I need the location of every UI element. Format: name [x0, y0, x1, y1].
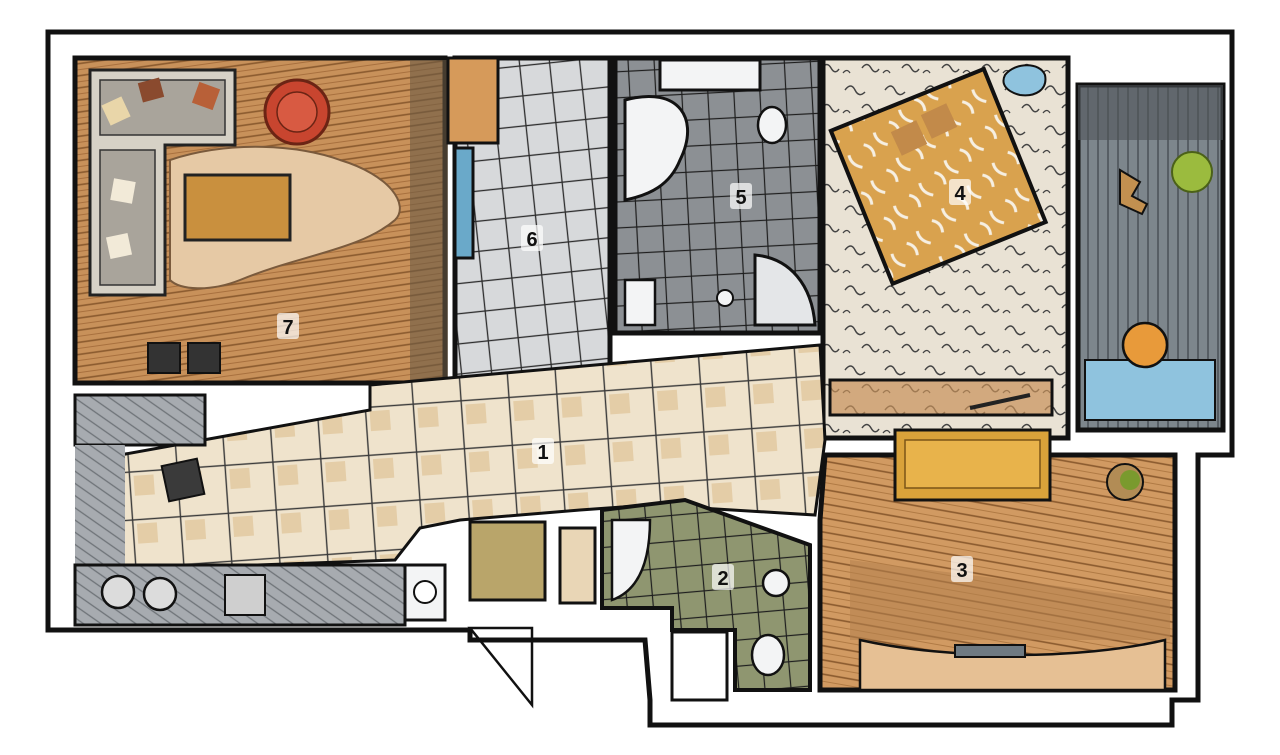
room-label-1: 1	[532, 438, 554, 464]
room-label-3: 3	[951, 556, 973, 582]
svg-text:3: 3	[956, 560, 967, 582]
room-7-living	[72, 55, 448, 386]
svg-text:4: 4	[954, 183, 966, 205]
svg-text:1: 1	[537, 442, 548, 464]
svg-text:6: 6	[526, 229, 537, 251]
room-label-2: 2	[712, 564, 734, 590]
room-3-room	[817, 428, 1178, 693]
room-label-4: 4	[949, 179, 971, 205]
room-label-6: 6	[521, 225, 543, 251]
svg-text:5: 5	[735, 187, 746, 209]
room-label-7: 7	[277, 313, 299, 339]
room-4-bedroom	[820, 55, 1071, 441]
room-labels: 1 2 3 4 5 6 7	[277, 179, 973, 590]
room-6-bathroom	[446, 55, 613, 386]
room-label-5: 5	[730, 183, 752, 209]
balcony	[1075, 82, 1226, 433]
room-5-bathroom	[612, 55, 823, 336]
svg-text:7: 7	[282, 317, 293, 339]
room-2-bathroom	[600, 497, 812, 702]
room-1-hallway	[73, 343, 827, 709]
svg-text:2: 2	[717, 568, 728, 590]
